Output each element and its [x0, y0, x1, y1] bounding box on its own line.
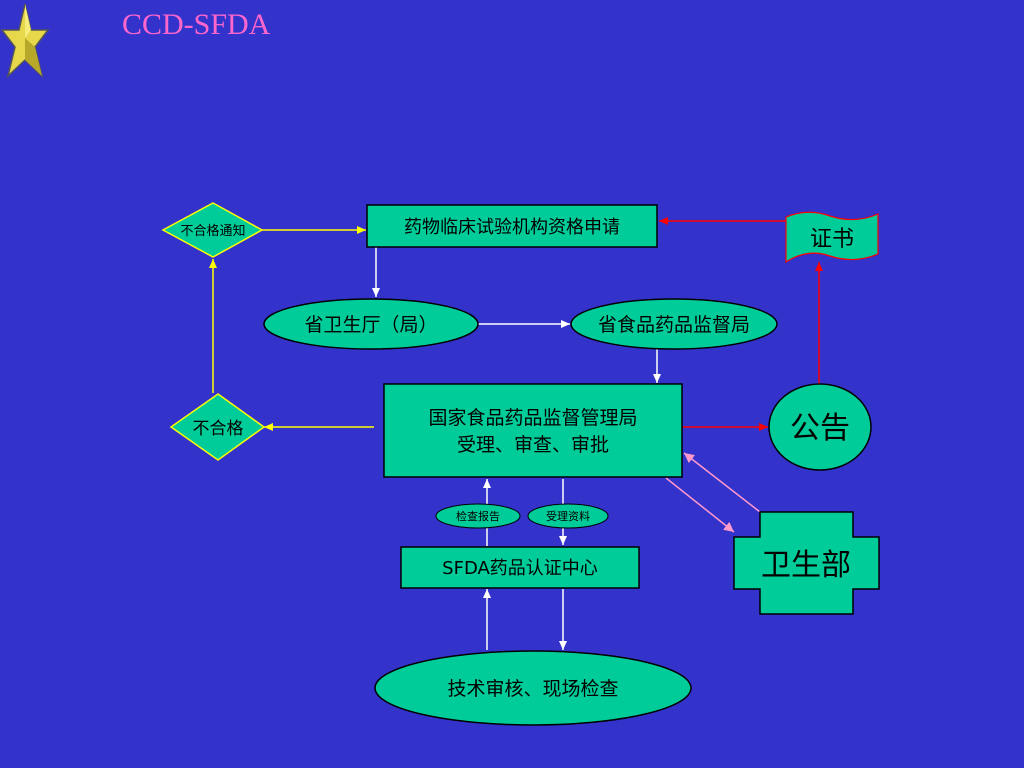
ministry-health-label: 卫生部 — [761, 548, 851, 583]
accepted-materials-label: 受理资料 — [546, 509, 590, 523]
unqualified-notice-label: 不合格通知 — [180, 223, 245, 239]
inspection-report-pill: 检查报告 — [435, 503, 521, 529]
ministry-health-cross: 卫生部 — [733, 511, 880, 615]
tech-review-ellipse: 技术审核、现场检查 — [374, 650, 692, 726]
announcement-label: 公告 — [790, 411, 850, 446]
certificate-banner: 证书 — [785, 211, 879, 264]
star-icon — [0, 3, 50, 79]
unqualified-label: 不合格 — [193, 419, 244, 439]
cert-center-label: SFDA药品认证中心 — [442, 558, 598, 579]
provincial-health-label: 省卫生厅（局） — [304, 314, 437, 336]
sfda-label-line1: 国家食品药品监督管理局 — [428, 407, 637, 429]
application-box: 药物临床试验机构资格申请 — [366, 204, 658, 248]
provincial-fda-ellipse: 省食品药品监督局 — [570, 298, 778, 350]
sfda-label-line2: 受理、审查、审批 — [457, 434, 609, 456]
arrow-ministry-to-sfda — [683, 452, 761, 513]
unqualified-diamond: 不合格 — [169, 393, 266, 461]
arrow-sfda-to-ministry — [665, 477, 735, 533]
cert-center-box: SFDA药品认证中心 — [400, 546, 640, 589]
sfda-box: 国家食品药品监督管理局 受理、审查、审批 — [383, 383, 683, 478]
inspection-report-label: 检查报告 — [456, 509, 500, 523]
provincial-health-ellipse: 省卫生厅（局） — [263, 298, 479, 350]
provincial-fda-label: 省食品药品监督局 — [598, 314, 750, 336]
announcement-circle: 公告 — [768, 383, 872, 471]
certificate-label: 证书 — [810, 227, 854, 252]
application-label: 药物临床试验机构资格申请 — [404, 217, 620, 238]
page-title: CCD-SFDA — [122, 8, 271, 41]
tech-review-label: 技术审核、现场检查 — [447, 678, 618, 700]
unqualified-notice-diamond: 不合格通知 — [161, 202, 264, 258]
accepted-materials-pill: 受理资料 — [527, 503, 609, 529]
